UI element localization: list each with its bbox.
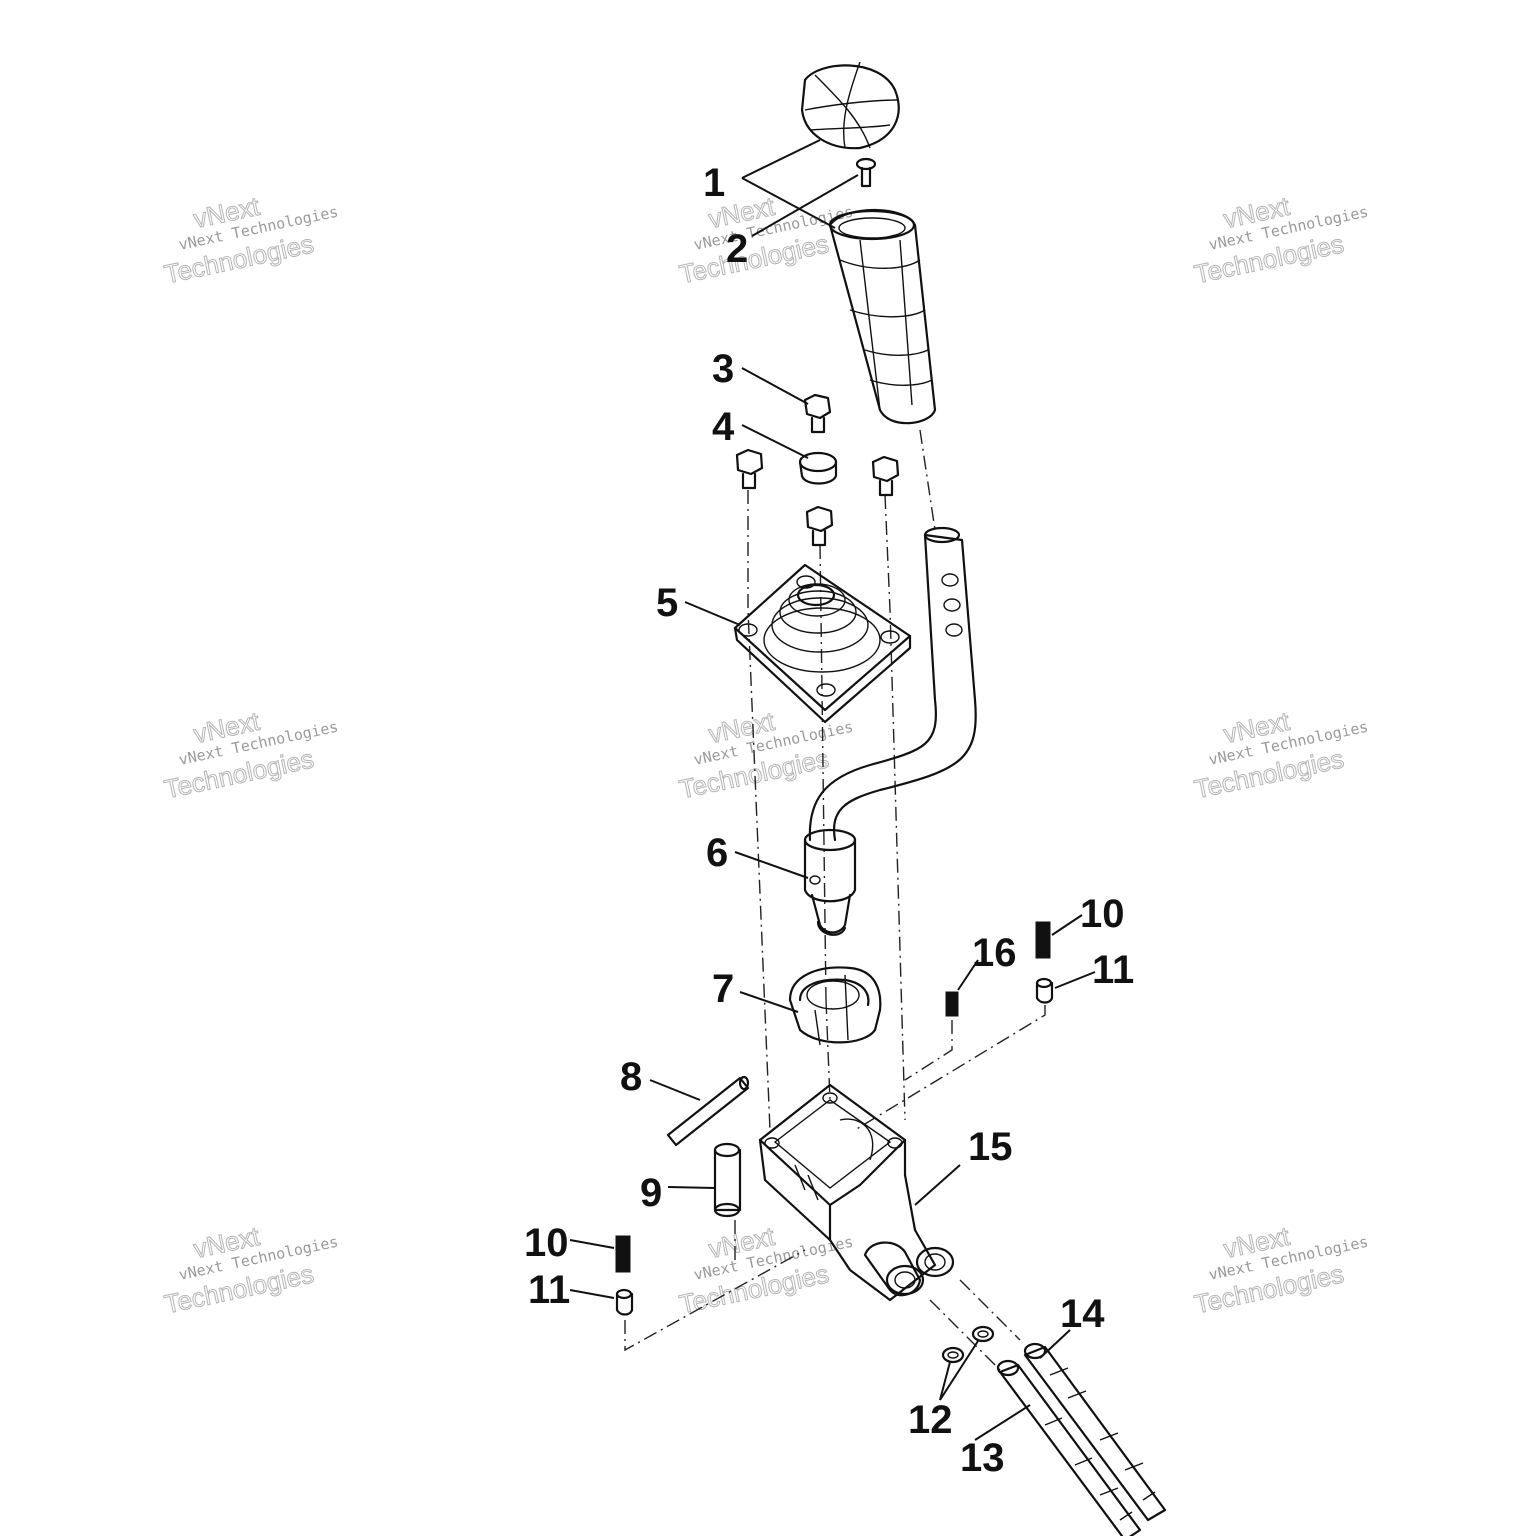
- part-dowel: [713, 1142, 742, 1218]
- watermark-top-right: vNext vNext Technologies Technologies: [1191, 190, 1370, 290]
- callout-7: 7: [712, 967, 734, 1011]
- part-bolt-left: [735, 448, 764, 490]
- watermark-bottom-center: vNext vNext Technologies Technologies: [676, 1220, 855, 1320]
- callout-15: 15: [968, 1125, 1013, 1169]
- callout-11-right: 11: [1092, 948, 1134, 992]
- watermark-bottom-left: vNext vNext Technologies Technologies: [161, 1220, 340, 1320]
- part-spring-left: [615, 1235, 631, 1273]
- part-screw: [855, 157, 877, 188]
- part-bolt-center: [805, 505, 834, 547]
- callout-3: 3: [712, 347, 734, 391]
- callout-14: 14: [1060, 1292, 1105, 1336]
- leader-lines: [569, 139, 1096, 1441]
- part-shift-knob: [800, 61, 900, 150]
- callout-4: 4: [712, 405, 735, 449]
- callout-6: 6: [706, 831, 728, 875]
- callout-11-left: 11: [528, 1268, 570, 1312]
- part-grip-boot: [828, 209, 937, 425]
- part-shift-rod-14: [1023, 1342, 1167, 1522]
- part-shift-lever: [803, 526, 977, 936]
- callout-10-right: 10: [1080, 892, 1125, 936]
- callout-5: 5: [656, 581, 678, 625]
- assembly-lines: [624, 429, 1046, 1371]
- part-spring-right: [1035, 921, 1051, 959]
- part-bolt-3: [803, 393, 832, 434]
- part-bolt-right: [871, 455, 900, 497]
- part-bushing-ring: [798, 451, 838, 485]
- watermark-mid-right: vNext vNext Technologies Technologies: [1191, 705, 1370, 805]
- callout-labels: 1 2 3 4 5 6 7 8 9 10 10 11 11 12 13 14 1…: [524, 161, 1134, 1480]
- callout-8: 8: [620, 1055, 642, 1099]
- watermark-top-left: vNext vNext Technologies Technologies: [161, 190, 340, 290]
- part-long-pin: [666, 1075, 750, 1147]
- part-set-screw: [945, 991, 959, 1017]
- part-plunger-right: [1035, 977, 1054, 1004]
- watermark-mid-center: vNext vNext Technologies Technologies: [676, 705, 855, 805]
- callout-13: 13: [960, 1436, 1005, 1480]
- callout-12: 12: [908, 1398, 953, 1442]
- callout-2: 2: [726, 227, 748, 271]
- part-shifter-housing: [758, 1083, 955, 1302]
- part-rubber-boot-plate: [733, 563, 912, 724]
- watermark-bottom-right: vNext vNext Technologies Technologies: [1191, 1220, 1370, 1320]
- part-shift-rod-13: [996, 1359, 1142, 1536]
- callout-1: 1: [703, 161, 725, 205]
- callout-16: 16: [972, 931, 1017, 975]
- callout-9: 9: [640, 1171, 662, 1215]
- part-o-rings: [941, 1325, 995, 1364]
- watermark-mid-left: vNext vNext Technologies Technologies: [161, 705, 340, 805]
- watermark-top-center: vNext vNext Technologies Technologies: [676, 190, 855, 290]
- callout-10-left: 10: [524, 1221, 569, 1265]
- part-pivot-socket: [788, 966, 882, 1046]
- part-plunger-left: [615, 1288, 634, 1316]
